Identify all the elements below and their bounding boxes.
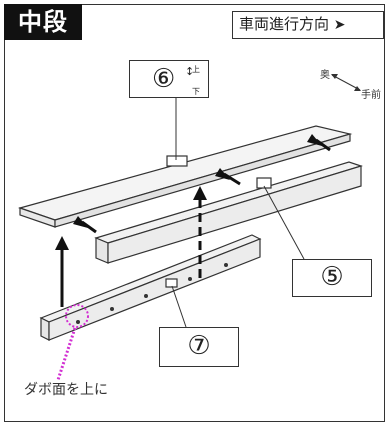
rail-part-7 — [39, 234, 262, 341]
section-title: 中段 — [4, 4, 82, 40]
orientation-front-label: 手前 — [361, 90, 381, 101]
part-7-label: ⑦ — [159, 327, 239, 367]
orientation-back-label: 奥 — [320, 70, 330, 81]
part-5-number: ⑤ — [320, 262, 344, 292]
arrow-right-icon: ➤ — [333, 17, 346, 33]
part-6-number: ⑥ — [152, 64, 176, 94]
leader-lines — [171, 98, 305, 328]
assembly-arrows — [55, 134, 331, 307]
part-7-number: ⑦ — [187, 331, 211, 361]
dowel-highlight — [56, 304, 89, 381]
direction-label-box: 車両進行方向 ➤ — [232, 11, 384, 39]
small-mark-bottom: 下 — [192, 87, 200, 96]
part-6-label: ⑥ 上 下 ↕ — [129, 60, 209, 98]
dowel-note: ダボ面を上に — [24, 382, 108, 398]
shelf-board — [17, 125, 353, 228]
part-5-label: ⑤ — [292, 259, 372, 297]
measure-arrow-icon: ↕ — [185, 65, 195, 78]
rail-part-5 — [94, 161, 363, 264]
small-mark-top: 上 — [192, 65, 200, 74]
direction-label: 車両進行方向 — [239, 15, 330, 33]
orientation-compass — [331, 74, 361, 91]
